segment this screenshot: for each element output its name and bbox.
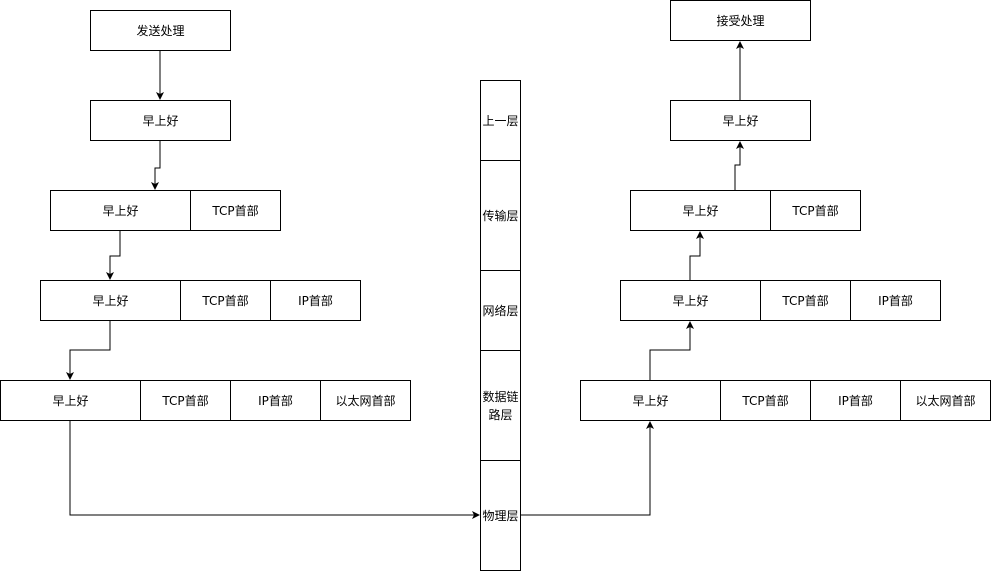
send-eth-ip-label: IP首部 [258,394,293,408]
receive-tcp-data-label: 早上好 [682,204,719,218]
arrow-frame-to-physical [69,420,480,519]
send-data-box: 早上好 [90,100,231,141]
send-eth-header-label: 以太网首部 [335,394,396,408]
send-ip-tcp-label: TCP首部 [202,294,249,308]
send-ip-tcp-cell: TCP首部 [180,280,271,321]
arrow-ip-to-tcp-segment [689,231,704,280]
layer-transport-label: 传输层 [482,209,519,223]
receive-ip-tcp-label: TCP首部 [782,294,829,308]
layer-upper: 上一层 [480,80,521,161]
send-ip-header-label: IP首部 [298,294,333,308]
send-ip-data-label: 早上好 [92,294,129,308]
layer-datalink-label: 数据链 路层 [482,389,519,422]
receive-data-label: 早上好 [722,113,759,128]
send-eth-data-cell: 早上好 [0,380,141,421]
send-process-box: 发送处理 [90,10,231,51]
receive-ip-tcp-cell: TCP首部 [760,280,851,321]
send-tcp-data-label: 早上好 [102,204,139,218]
receive-eth-data-cell: 早上好 [580,380,721,421]
receive-ip-header-cell: IP首部 [850,280,941,321]
arrow-frame-to-ip-packet [649,321,694,380]
receive-process-box: 接受处理 [670,0,811,41]
layer-network-label: 网络层 [482,304,519,318]
layer-network: 网络层 [480,270,521,351]
receive-data-box: 早上好 [670,100,811,141]
send-ip-data-cell: 早上好 [40,280,181,321]
send-eth-tcp-label: TCP首部 [162,394,209,408]
receive-eth-header-cell: 以太网首部 [900,380,991,421]
receive-tcp-data-cell: 早上好 [630,190,771,231]
receive-tcp-header-label: TCP首部 [792,204,839,218]
send-eth-tcp-cell: TCP首部 [140,380,231,421]
send-data-label: 早上好 [142,113,179,128]
arrow-tcp-to-data [734,141,744,190]
receive-ip-data-label: 早上好 [672,294,709,308]
receive-eth-ip-label: IP首部 [838,394,873,408]
send-tcp-header-cell: TCP首部 [190,190,281,231]
layer-transport: 传输层 [480,160,521,271]
receive-eth-tcp-label: TCP首部 [742,394,789,408]
layer-datalink: 数据链 路层 [480,350,521,461]
layer-physical-label: 物理层 [482,509,519,523]
receive-process-label: 接受处理 [716,13,765,28]
send-eth-ip-cell: IP首部 [230,380,321,421]
receive-eth-tcp-cell: TCP首部 [720,380,811,421]
receive-eth-ip-cell: IP首部 [810,380,901,421]
send-tcp-data-cell: 早上好 [50,190,191,231]
send-eth-data-label: 早上好 [52,394,89,408]
receive-eth-header-label: 以太网首部 [915,394,976,408]
send-ip-header-cell: IP首部 [270,280,361,321]
send-tcp-header-label: TCP首部 [212,204,259,218]
layer-physical: 物理层 [480,460,521,571]
send-eth-header-cell: 以太网首部 [320,380,411,421]
arrow-physical-to-frame [520,421,654,516]
receive-eth-data-label: 早上好 [632,394,669,408]
arrow-tcp-to-ip-packet [106,230,121,280]
arrow-data-to-tcp-segment [151,140,161,190]
arrow-ip-to-eth-frame [66,320,111,380]
receive-ip-header-label: IP首部 [878,294,913,308]
layer-upper-label: 上一层 [482,114,519,128]
send-process-label: 发送处理 [136,23,185,38]
receive-tcp-header-cell: TCP首部 [770,190,861,231]
receive-ip-data-cell: 早上好 [620,280,761,321]
